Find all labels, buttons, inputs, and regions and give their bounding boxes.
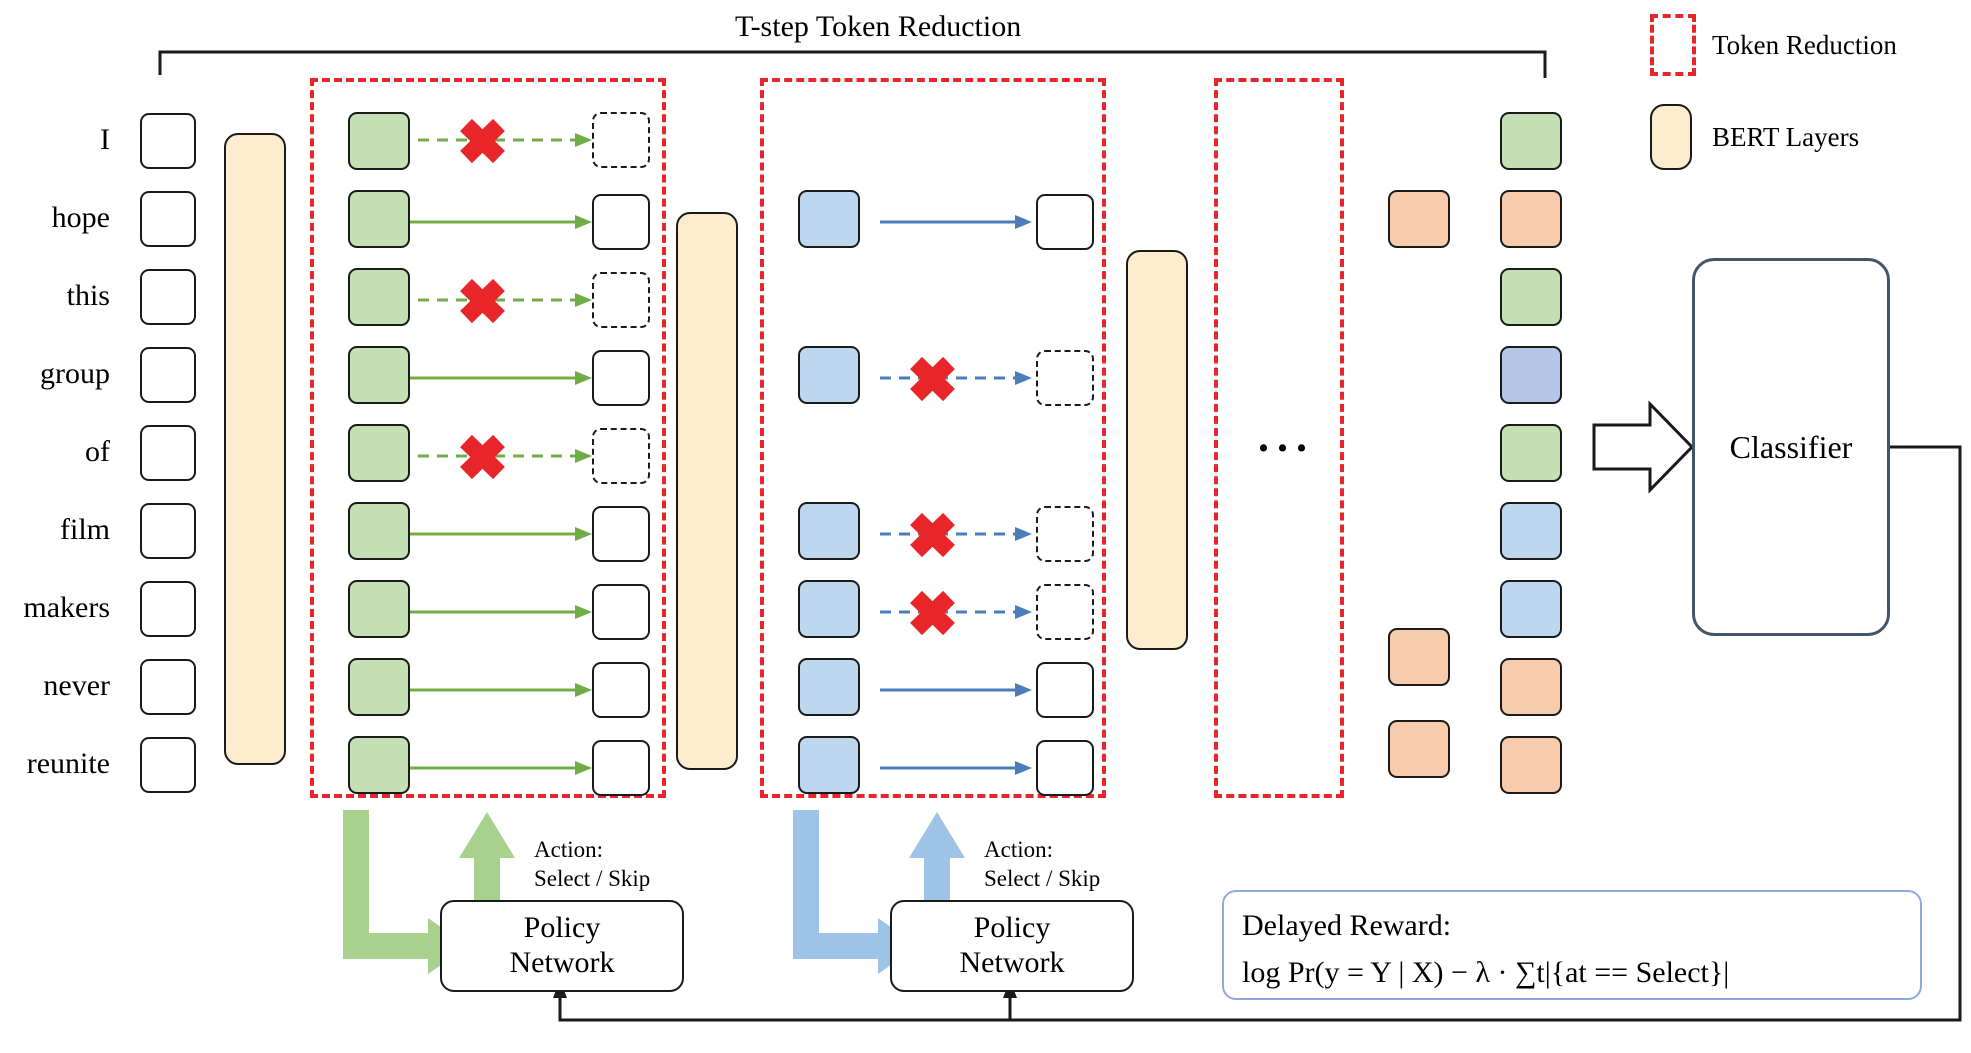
policy-network-step1[interactable]: Policy Network <box>440 900 684 992</box>
token-label: this <box>66 279 110 312</box>
input-token-box <box>140 503 196 559</box>
step2-result-skipped <box>1036 506 1094 562</box>
penultimate-token <box>1388 720 1450 778</box>
action-label-step2: Action: Select / Skip <box>984 836 1100 894</box>
token-label: film <box>60 513 110 546</box>
final-token <box>1500 424 1562 482</box>
step1-result-selected <box>592 584 650 640</box>
step1-result-selected <box>592 194 650 250</box>
step1-token <box>348 580 410 638</box>
policy-network-line2: Network <box>509 946 615 979</box>
input-token-box <box>140 113 196 169</box>
policy-network-line1: Policy <box>523 911 601 945</box>
token-reduction-region-step1 <box>310 78 666 798</box>
action-label-line1: Action: <box>984 837 1053 862</box>
step2-token <box>798 658 860 716</box>
step1-token <box>348 112 410 170</box>
input-token-box <box>140 269 196 325</box>
step2-result-selected <box>1036 662 1094 718</box>
legend-swatch-token-reduction <box>1650 14 1696 76</box>
classifier-label: Classifier <box>1729 428 1853 465</box>
step2-token <box>798 736 860 794</box>
final-token <box>1500 346 1562 404</box>
step1-result-selected <box>592 662 650 718</box>
step2-result-skipped <box>1036 350 1094 406</box>
final-token <box>1500 736 1562 794</box>
step1-token <box>348 268 410 326</box>
token-label: I <box>100 123 110 156</box>
step2-token <box>798 502 860 560</box>
final-token <box>1500 502 1562 560</box>
token-label: never <box>43 669 110 702</box>
input-token-box <box>140 659 196 715</box>
penultimate-token <box>1388 628 1450 686</box>
step1-result-skipped <box>592 428 650 484</box>
policy-network-line2: Network <box>959 946 1065 979</box>
step2-token <box>798 190 860 248</box>
step1-token <box>348 502 410 560</box>
bert-layers-block <box>676 212 738 770</box>
policy-network-line1: Policy <box>973 911 1051 945</box>
action-label-line1: Action: <box>534 837 603 862</box>
step1-result-selected <box>592 740 650 796</box>
token-label: makers <box>23 591 110 624</box>
token-label: of <box>85 435 110 468</box>
reward-formula: log Pr(y = Y | X) − λ · ∑t|{at == Select… <box>1242 955 1730 989</box>
classifier-box[interactable]: Classifier <box>1692 258 1890 636</box>
step2-result-selected <box>1036 194 1094 250</box>
token-label: reunite <box>26 747 110 780</box>
input-token-box <box>140 581 196 637</box>
token-reduction-region-ellipsis <box>1214 78 1344 798</box>
step2-token <box>798 346 860 404</box>
delayed-reward-box: Delayed Reward: log Pr(y = Y | X) − λ · … <box>1222 890 1922 1000</box>
penultimate-token <box>1388 190 1450 248</box>
step1-token <box>348 736 410 794</box>
legend-label-token-reduction: Token Reduction <box>1712 30 1897 60</box>
policy-network-step2[interactable]: Policy Network <box>890 900 1134 992</box>
step2-result-selected <box>1036 740 1094 796</box>
legend-swatch-bert-layers <box>1650 104 1692 170</box>
input-token-box <box>140 425 196 481</box>
page-title: T-step Token Reduction <box>735 10 1022 43</box>
step1-token <box>348 346 410 404</box>
step1-token <box>348 190 410 248</box>
action-label-step1: Action: Select / Skip <box>534 836 650 894</box>
step1-result-skipped <box>592 272 650 328</box>
input-token-box <box>140 737 196 793</box>
action-label-line2: Select / Skip <box>984 865 1101 891</box>
token-label: group <box>40 357 110 390</box>
step2-result-skipped <box>1036 584 1094 640</box>
ellipsis-label: ... <box>1258 412 1315 461</box>
final-token <box>1500 112 1562 170</box>
token-reduction-region-step2 <box>760 78 1106 798</box>
bert-layers-block <box>224 133 286 765</box>
bert-layers-block <box>1126 250 1188 650</box>
input-token-box <box>140 191 196 247</box>
step1-token <box>348 424 410 482</box>
step1-token <box>348 658 410 716</box>
final-token <box>1500 190 1562 248</box>
action-label-line2: Select / Skip <box>534 865 651 891</box>
token-label: hope <box>51 201 110 234</box>
final-token <box>1500 268 1562 326</box>
legend-label-bert-layers: BERT Layers <box>1712 122 1860 152</box>
step1-result-selected <box>592 350 650 406</box>
input-token-box <box>140 347 196 403</box>
final-token <box>1500 658 1562 716</box>
step1-result-skipped <box>592 112 650 168</box>
step1-result-selected <box>592 506 650 562</box>
final-token <box>1500 580 1562 638</box>
step2-token <box>798 580 860 638</box>
reward-heading: Delayed Reward: <box>1242 909 1452 942</box>
